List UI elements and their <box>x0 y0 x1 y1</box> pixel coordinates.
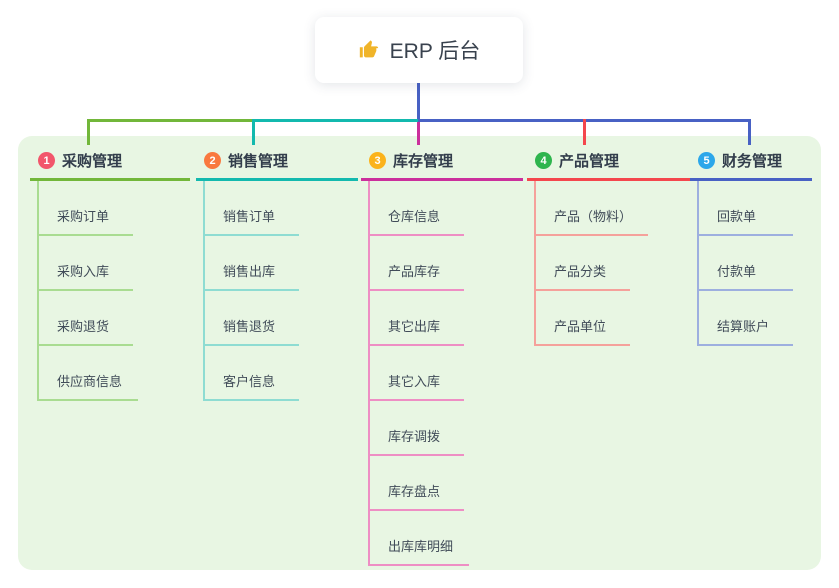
branch-spine-line <box>534 181 536 346</box>
child-label: 付款单 <box>717 264 757 279</box>
child-node[interactable]: 销售出库 <box>203 236 299 291</box>
child-label: 采购退货 <box>57 319 110 334</box>
branch-drop-line <box>583 119 586 145</box>
child-label: 仓库信息 <box>388 209 441 224</box>
child-label: 客户信息 <box>223 374 276 389</box>
child-node[interactable]: 产品库存 <box>368 236 464 291</box>
child-label: 其它出库 <box>388 319 441 334</box>
branch-spine-line <box>697 181 699 346</box>
branch-children: 仓库信息 产品库存 其它出库 其它入库 库存调拨 库存盘点 出库库明细 <box>368 181 523 566</box>
branch-spine-line <box>37 181 39 401</box>
branch-children: 销售订单 销售出库 销售退货 客户信息 <box>203 181 358 401</box>
branch-number-badge: 5 <box>698 152 715 169</box>
branch-node[interactable]: 5 财务管理 <box>690 146 812 181</box>
branch-drop-line <box>417 122 420 145</box>
child-label: 产品（物料） <box>554 209 633 224</box>
child-node[interactable]: 采购订单 <box>37 181 133 236</box>
child-label: 库存调拨 <box>388 429 441 444</box>
branch-number-badge: 2 <box>204 152 221 169</box>
root-label: ERP 后台 <box>389 40 481 63</box>
child-node[interactable]: 仓库信息 <box>368 181 464 236</box>
branch-node[interactable]: 4 产品管理 <box>527 146 690 181</box>
child-label: 销售订单 <box>223 209 276 224</box>
thumbs-up-path <box>359 40 378 58</box>
child-label: 产品分类 <box>554 264 607 279</box>
child-label: 其它入库 <box>388 374 441 389</box>
child-node[interactable]: 出库库明细 <box>368 511 470 566</box>
branch-column-1: 1 采购管理 采购订单 采购入库 采购退货 供应商信息 <box>30 146 190 401</box>
child-node[interactable]: 销售退货 <box>203 291 299 346</box>
child-node[interactable]: 供应商信息 <box>37 346 139 401</box>
child-node[interactable]: 其它入库 <box>368 346 464 401</box>
child-node[interactable]: 销售订单 <box>203 181 299 236</box>
child-node[interactable]: 结算账户 <box>697 291 793 346</box>
branch-number-badge: 4 <box>535 152 552 169</box>
child-node[interactable]: 付款单 <box>697 236 793 291</box>
child-node[interactable]: 库存盘点 <box>368 456 464 511</box>
child-label: 出库库明细 <box>388 539 454 554</box>
branch-number-badge: 1 <box>38 152 55 169</box>
branch-label: 财务管理 <box>722 153 783 170</box>
branch-column-2: 2 销售管理 销售订单 销售出库 销售退货 客户信息 <box>196 146 358 401</box>
thumbs-up-icon <box>358 39 380 61</box>
child-node[interactable]: 产品（物料） <box>534 181 649 236</box>
branch-children: 回款单 付款单 结算账户 <box>697 181 812 346</box>
bus-segment-middle <box>254 119 420 122</box>
trunk-line <box>417 82 420 121</box>
branch-drop-line <box>748 119 751 145</box>
branch-number-badge: 3 <box>369 152 386 169</box>
child-label: 销售出库 <box>223 264 276 279</box>
child-node[interactable]: 采购入库 <box>37 236 133 291</box>
child-node[interactable]: 客户信息 <box>203 346 299 401</box>
child-node[interactable]: 产品单位 <box>534 291 630 346</box>
branch-spine-line <box>368 181 370 566</box>
child-node[interactable]: 库存调拨 <box>368 401 464 456</box>
child-label: 库存盘点 <box>388 484 441 499</box>
branch-label: 销售管理 <box>228 153 289 170</box>
branch-column-5: 5 财务管理 回款单 付款单 结算账户 <box>690 146 812 346</box>
branch-node[interactable]: 1 采购管理 <box>30 146 190 181</box>
child-node[interactable]: 产品分类 <box>534 236 630 291</box>
child-node[interactable]: 回款单 <box>697 181 793 236</box>
child-label: 回款单 <box>717 209 757 224</box>
root-node[interactable]: ERP 后台 <box>315 17 523 83</box>
child-label: 产品库存 <box>388 264 441 279</box>
child-label: 销售退货 <box>223 319 276 334</box>
branch-drop-line <box>252 119 255 145</box>
child-node[interactable]: 其它出库 <box>368 291 464 346</box>
canvas-background <box>18 136 821 570</box>
branch-spine-line <box>203 181 205 401</box>
branch-label: 库存管理 <box>393 153 454 170</box>
branch-children: 采购订单 采购入库 采购退货 供应商信息 <box>37 181 190 401</box>
branch-node[interactable]: 3 库存管理 <box>361 146 523 181</box>
branch-column-4: 4 产品管理 产品（物料） 产品分类 产品单位 <box>527 146 690 346</box>
child-label: 采购入库 <box>57 264 110 279</box>
branch-node[interactable]: 2 销售管理 <box>196 146 358 181</box>
bus-segment-left <box>87 119 255 122</box>
branch-label: 产品管理 <box>559 153 620 170</box>
branch-children: 产品（物料） 产品分类 产品单位 <box>534 181 690 346</box>
branch-label: 采购管理 <box>62 153 123 170</box>
branch-drop-line <box>87 119 90 145</box>
child-label: 采购订单 <box>57 209 110 224</box>
child-label: 供应商信息 <box>57 374 123 389</box>
branch-column-3: 3 库存管理 仓库信息 产品库存 其它出库 其它入库 库存调拨 库存盘点 出库库… <box>361 146 523 566</box>
child-label: 产品单位 <box>554 319 607 334</box>
child-node[interactable]: 采购退货 <box>37 291 133 346</box>
child-label: 结算账户 <box>717 319 770 334</box>
